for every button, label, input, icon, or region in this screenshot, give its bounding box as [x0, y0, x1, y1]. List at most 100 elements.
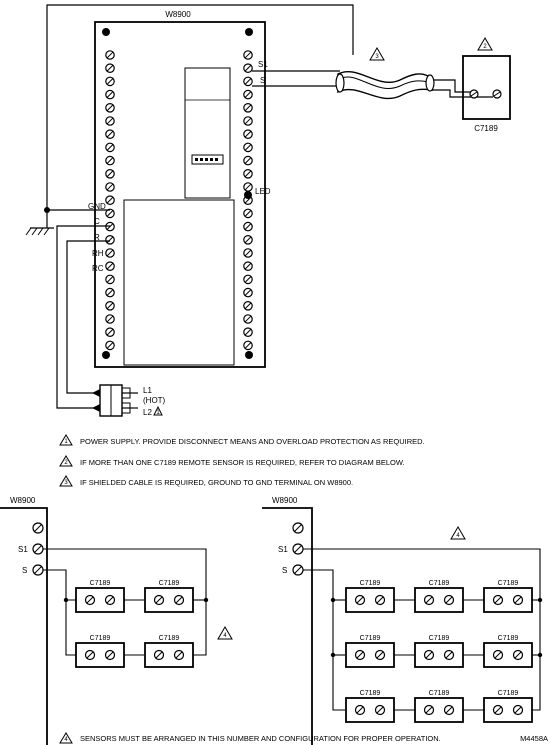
screw-terminal [354, 704, 366, 716]
screw-terminal [492, 594, 504, 606]
c7189-sensor: C7189 [414, 580, 464, 613]
screw-terminal [243, 89, 253, 100]
junction-dot [63, 597, 69, 603]
c7189-label: C7189 [360, 580, 381, 587]
screw-terminal [374, 704, 386, 716]
s-label: S [260, 76, 265, 85]
w8900-controller: W8900 LED GND C R RH RC S1 S [88, 10, 271, 368]
svg-text:4: 4 [456, 533, 460, 539]
screw-terminal [104, 594, 116, 606]
svg-text:2: 2 [64, 460, 68, 466]
screw-terminal [243, 63, 253, 73]
bottom-right-terminals [292, 522, 304, 576]
mount-hole [245, 28, 253, 36]
screw-terminal [243, 221, 253, 232]
screw-terminal [443, 704, 455, 716]
callout-4-right: 4 [450, 526, 466, 540]
c7189-label: C7189 [90, 635, 111, 642]
screw-terminal [292, 543, 304, 555]
c7189-sensor: C7189 [144, 580, 194, 613]
screw-terminal [374, 649, 386, 661]
screw-terminal [105, 169, 115, 179]
screw-terminal [243, 274, 253, 285]
gnd-label: GND [88, 202, 106, 211]
bottom-right-title: W8900 [272, 496, 298, 505]
c7189-label: C7189 [159, 635, 180, 642]
l1-label: L1 [143, 386, 152, 395]
c7189-sensor: C7189 [414, 690, 464, 723]
screw-terminal [105, 129, 115, 139]
controller-module [184, 67, 231, 199]
c7189-sensor: C7189 [483, 635, 533, 668]
c7189-sensor: C7189 [345, 580, 395, 613]
mount-hole [102, 28, 110, 36]
screw-terminal [243, 235, 253, 245]
c7189-label: C7189 [360, 635, 381, 642]
screw-terminal [105, 340, 115, 351]
drawing-id: M4458A [520, 734, 548, 743]
screw-terminal [105, 182, 115, 192]
hot-label: (HOT) [143, 396, 166, 405]
c7189-label: C7189 [498, 635, 519, 642]
controller-panel [123, 199, 235, 366]
bottom-left-s: S [22, 566, 27, 575]
screw-terminal [423, 649, 435, 661]
c-label: C [94, 217, 100, 226]
shielded-cable-icon [335, 71, 435, 100]
module-connector [191, 154, 224, 165]
screw-terminal [243, 314, 253, 324]
screw-terminal [105, 103, 115, 113]
screw-terminal [423, 704, 435, 716]
screw-terminal [243, 50, 253, 60]
svg-text:1: 1 [64, 439, 68, 445]
c7189-sensor: C7189 [345, 690, 395, 723]
power-arrow [92, 389, 100, 412]
screw-terminal [153, 594, 165, 606]
screw-terminal [243, 300, 253, 311]
screw-terminal [105, 76, 115, 87]
screw-terminal [292, 522, 304, 534]
c7189-label: C7189 [498, 580, 519, 587]
wire [43, 569, 76, 601]
bottom-left-title: W8900 [10, 496, 36, 505]
ground-wiring [30, 4, 354, 229]
c7189-top-label: C7189 [474, 124, 498, 133]
junction-dot [330, 652, 336, 658]
screw-terminal [243, 129, 253, 139]
screw-terminal [243, 155, 253, 166]
c7189-label: C7189 [498, 690, 519, 697]
bottom-right-wiring [303, 548, 541, 711]
screw-terminal [243, 287, 253, 298]
screw-terminal [105, 116, 115, 126]
screw-terminal [243, 261, 253, 271]
left-terminal-strip [105, 50, 115, 351]
connector-pins [195, 158, 218, 161]
svg-text:POWER SUPPLY. PROVIDE DISCONNE: POWER SUPPLY. PROVIDE DISCONNECT MEANS A… [80, 437, 425, 446]
callout-1-power: 1 [153, 405, 163, 416]
junction-dot [537, 652, 543, 658]
screw-terminal [243, 182, 253, 192]
c7189-sensor: C7189 [414, 635, 464, 668]
bottom-left-terminals [32, 522, 44, 576]
r-label: R [94, 233, 100, 242]
screw-terminal [105, 261, 115, 271]
svg-text:3: 3 [375, 54, 379, 60]
screw-terminal [32, 543, 44, 555]
c7189-sensor: C7189 [75, 580, 125, 613]
wire [65, 600, 76, 656]
screw-terminal [512, 704, 524, 716]
wire [303, 548, 541, 711]
screw-terminal [105, 314, 115, 324]
screw-terminal [105, 327, 115, 337]
svg-text:4: 4 [64, 737, 68, 743]
screw-terminal [105, 63, 115, 73]
screw-terminal [84, 649, 96, 661]
right-terminal-strip [243, 50, 253, 351]
c7189-sensor: C7189 [483, 580, 533, 613]
controller-outline [94, 21, 266, 368]
screw-terminal [173, 649, 185, 661]
screw-terminal [423, 594, 435, 606]
c7189-sensor-top: 2 [462, 37, 511, 120]
l2-label: L2 [143, 408, 152, 417]
c7189-sensor: C7189 [345, 635, 395, 668]
